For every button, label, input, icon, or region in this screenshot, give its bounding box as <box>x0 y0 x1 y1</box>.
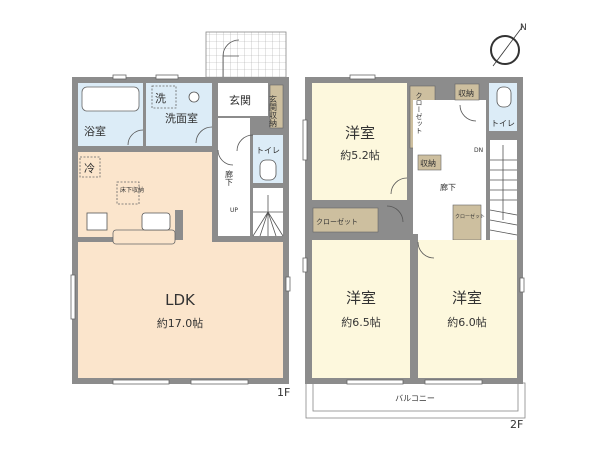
window <box>302 119 308 161</box>
closet-2 <box>312 207 379 233</box>
label-storage-1: 収納 <box>420 158 436 168</box>
label-bedroom-1: 洋室 <box>345 124 375 142</box>
label-up: UP <box>230 207 238 214</box>
label-bedroom-2-size: 約6.5帖 <box>341 315 381 329</box>
window <box>190 379 249 385</box>
compass-north-label: N <box>520 23 527 33</box>
label-underfloor-storage: 床下収納 <box>120 186 144 194</box>
label-bedroom-3-size: 約6.0帖 <box>447 315 487 329</box>
label-bedroom-1-size: 約5.2帖 <box>340 148 380 162</box>
floor1-label: 1F <box>277 386 290 399</box>
storage-2 <box>454 83 480 101</box>
kitchen-column <box>175 210 183 240</box>
underfloor-storage <box>116 181 140 205</box>
balcony <box>305 382 526 419</box>
label-toilet-1f: トイレ <box>256 146 280 155</box>
window <box>155 74 179 80</box>
door-arcs-2f <box>386 104 477 259</box>
washer-space <box>151 85 177 109</box>
window <box>349 74 376 80</box>
room-washroom <box>146 83 212 146</box>
floor2-label: 2F <box>510 418 523 431</box>
label-entrance: 玄関 <box>229 93 251 107</box>
label-ldk: LDK <box>165 291 196 309</box>
window <box>285 276 291 292</box>
partition <box>410 234 418 380</box>
label-washer: 洗 <box>155 92 166 105</box>
toilet-icon <box>496 86 512 108</box>
window <box>519 277 525 293</box>
kitchen-counter <box>112 229 176 245</box>
floor-2: 洋室 約5.2帖 クローゼット 収納 収納 トイレ DN 廊下 クローゼット ク… <box>302 74 526 431</box>
door-arcs-1f <box>127 39 254 166</box>
label-dn: DN <box>474 147 483 154</box>
partition <box>305 200 387 206</box>
room-bedroom-2 <box>312 240 410 378</box>
label-closet-3: クローゼット <box>455 213 485 220</box>
window <box>112 379 170 385</box>
window <box>346 379 404 385</box>
label-washroom: 洗面室 <box>165 111 198 125</box>
label-ldk-size: 約17.0帖 <box>157 316 204 330</box>
label-toilet-2f: トイレ <box>491 119 515 128</box>
closet-3 <box>452 204 482 241</box>
toilet-icon <box>259 159 277 181</box>
label-storage-2: 収納 <box>458 88 474 98</box>
room-ldk <box>78 242 283 378</box>
window <box>424 379 483 385</box>
entrance-porch <box>205 31 287 79</box>
label-bath: 浴室 <box>84 124 106 138</box>
storage-1 <box>417 154 442 171</box>
window <box>112 74 127 80</box>
label-closet-1: クローゼット <box>415 92 423 134</box>
window <box>70 274 76 320</box>
window <box>302 257 308 273</box>
stairs-lines <box>489 145 518 236</box>
entrance-storage <box>269 84 284 129</box>
compass-north-icon: N <box>490 23 527 67</box>
label-hallway-2f: 廊下 <box>440 182 456 192</box>
stove-icon <box>86 212 108 231</box>
bathtub-icon <box>81 86 140 112</box>
label-closet-2: クローゼット <box>316 217 358 226</box>
room-bedroom-3 <box>418 240 517 378</box>
room-hallway-1f <box>218 118 250 236</box>
room-bedroom-1 <box>312 83 407 200</box>
kitchen-sink-icon <box>141 212 171 231</box>
room-entrance <box>218 83 268 116</box>
floor-1: 浴室 洗面室 洗 玄関 玄関収納 トイレ 廊下 UP 冷 床下収納 LDK 約1… <box>70 31 291 399</box>
label-fridge: 冷 <box>84 162 95 175</box>
label-bedroom-3: 洋室 <box>452 289 482 307</box>
sink-icon <box>188 91 200 103</box>
stairs-lines <box>252 195 284 237</box>
label-hallway-1f: 廊下 <box>225 169 234 187</box>
label-balcony: バルコニー <box>395 394 435 403</box>
label-bedroom-2: 洋室 <box>346 289 376 307</box>
label-entrance-storage: 玄関収納 <box>269 94 278 128</box>
kitchen-partition <box>78 237 114 242</box>
fridge-space <box>79 156 101 178</box>
